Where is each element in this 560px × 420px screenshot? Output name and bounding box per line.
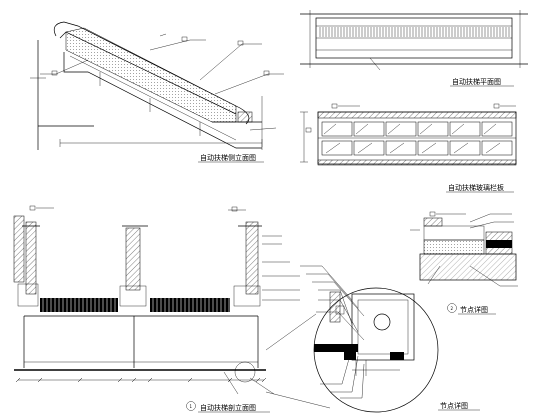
side-elevation-leaders bbox=[40, 33, 284, 131]
glass-reflection bbox=[421, 142, 437, 154]
detail-leader-pointer bbox=[361, 363, 365, 399]
detail-leader-pointer bbox=[351, 355, 359, 393]
step-tread bbox=[150, 298, 230, 312]
detail-a-marker bbox=[447, 303, 457, 313]
enlarged-detail-view: 节点详图 bbox=[265, 265, 480, 413]
dim-tick bbox=[15, 377, 21, 383]
glass-balustrade-title: 自动扶梯玻璃栏板 bbox=[448, 183, 504, 192]
dim-tick bbox=[187, 377, 193, 383]
glass-panel bbox=[417, 121, 449, 137]
detail-leader-pointer bbox=[339, 299, 359, 333]
glass-reflection bbox=[389, 142, 405, 154]
detail-leader-pointer bbox=[333, 281, 365, 317]
top-plan-title: 自动扶梯平面图 bbox=[452, 77, 501, 86]
front-section-leaders bbox=[29, 205, 300, 395]
glass-panel bbox=[449, 140, 481, 156]
glass-reflection bbox=[357, 142, 373, 154]
glass-reflection bbox=[323, 123, 337, 135]
plan-steps bbox=[319, 27, 510, 37]
side-elevation-title: 自动扶梯侧立面图 bbox=[200, 153, 256, 162]
glass-panel bbox=[449, 121, 481, 137]
detail-leader-pointer bbox=[341, 347, 353, 385]
dim-tick bbox=[261, 377, 267, 383]
detail-b-title: 节点详图 bbox=[440, 401, 468, 410]
glass-panel bbox=[353, 121, 385, 137]
glass-reflection bbox=[419, 123, 433, 135]
detail-leaders bbox=[300, 265, 365, 399]
glass-reflection bbox=[453, 142, 469, 154]
glass-panel bbox=[481, 121, 513, 137]
dim-tick bbox=[227, 377, 233, 383]
glass-panel bbox=[353, 140, 385, 156]
glass-reflection bbox=[387, 123, 401, 135]
dim-tick bbox=[255, 377, 261, 383]
detail-a-marker-number: 2 bbox=[451, 306, 454, 311]
balustrade-tags bbox=[305, 103, 516, 133]
glass-panel bbox=[417, 140, 449, 156]
floor-detail-leaders bbox=[427, 211, 518, 287]
glass-reflection bbox=[355, 123, 369, 135]
floor-detail-view: 2 节点详图 bbox=[410, 211, 518, 315]
detail-leader-pointer bbox=[337, 311, 365, 341]
glass-reflection bbox=[483, 123, 497, 135]
glass-reflection bbox=[451, 123, 465, 135]
glass-balustrade-view: 自动扶梯玻璃栏板 bbox=[300, 103, 517, 193]
glass-reflection bbox=[485, 142, 501, 154]
front-section-title: 自动扶梯剖立面图 bbox=[200, 403, 256, 412]
step-treads bbox=[40, 298, 230, 312]
glass-reflection bbox=[325, 142, 341, 154]
dim-tick bbox=[131, 377, 137, 383]
dimension-ticks bbox=[15, 377, 267, 383]
detail-leader-pointer bbox=[327, 273, 359, 309]
front-section-view: 1 自动扶梯剖立面图 bbox=[13, 205, 300, 413]
glass-panel bbox=[321, 140, 353, 156]
top-plan-view: 自动扶梯平面图 bbox=[300, 10, 528, 87]
glass-panels bbox=[321, 121, 513, 156]
dim-tick bbox=[117, 377, 123, 383]
front-section-marker-number: 1 bbox=[190, 404, 193, 409]
detail-leader-pointer bbox=[339, 289, 353, 325]
detail-a-title: 节点详图 bbox=[460, 305, 488, 314]
dim-tick bbox=[77, 377, 83, 383]
glass-panel bbox=[385, 140, 417, 156]
glass-panel bbox=[481, 140, 513, 156]
front-section-marker bbox=[186, 401, 196, 411]
glass-panel bbox=[385, 121, 417, 137]
detail-leader-pointer bbox=[321, 265, 353, 301]
side-elevation-view: 自动扶梯侧立面图 bbox=[30, 21, 284, 163]
dim-tick bbox=[37, 377, 43, 383]
dim-tick bbox=[147, 377, 153, 383]
glass-panel bbox=[321, 121, 353, 137]
